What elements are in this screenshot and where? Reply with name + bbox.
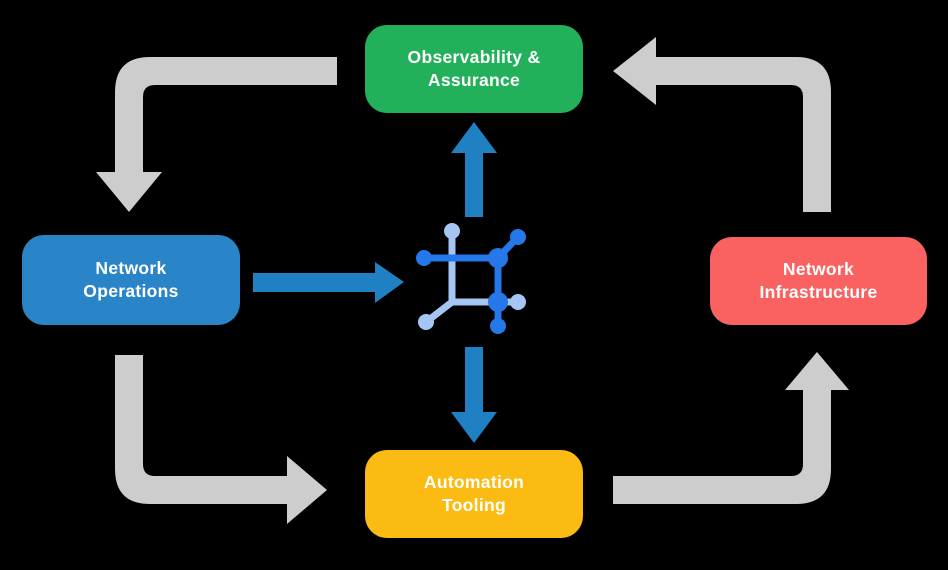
network-icon-light-dots (418, 223, 526, 330)
icon-left-bottom-edge (448, 230, 502, 306)
icon-node-dot (490, 318, 506, 334)
icon-node-dot (444, 223, 460, 239)
network-nodes-icon (416, 223, 526, 334)
node-observability-label: Observability & Assurance (407, 47, 541, 90)
node-infrastructure-label: Network Infrastructure (759, 259, 878, 302)
arrow-automation-to-infrastructure (613, 352, 849, 504)
icon-node-dot (488, 248, 508, 268)
icon-node-dot (510, 294, 526, 310)
node-automation-tooling: Automation Tooling (365, 450, 583, 538)
network-icon-dark-dots (416, 229, 526, 334)
icon-node-dot (488, 292, 508, 312)
cycle-arrows (96, 37, 849, 524)
arrow-observability-to-operations (96, 57, 337, 212)
flow-arrows (253, 122, 497, 443)
node-operations-label: Network Operations (83, 258, 179, 301)
node-automation-label: Automation Tooling (423, 472, 525, 515)
arrow-operations-to-automation (115, 355, 327, 524)
arrow-infrastructure-to-observability (613, 37, 831, 212)
icon-node-dot (416, 250, 432, 266)
node-observability-assurance: Observability & Assurance (365, 25, 583, 113)
icon-node-dot (510, 229, 526, 245)
icon-node-dot (418, 314, 434, 330)
icon-diagonal-bottom-left (426, 298, 456, 323)
arrow-center-to-automation (451, 347, 497, 443)
node-network-infrastructure: Network Infrastructure (710, 237, 927, 325)
arrow-operations-to-center (253, 262, 404, 303)
arrow-center-to-observability (451, 122, 497, 217)
node-network-operations: Network Operations (22, 235, 240, 325)
